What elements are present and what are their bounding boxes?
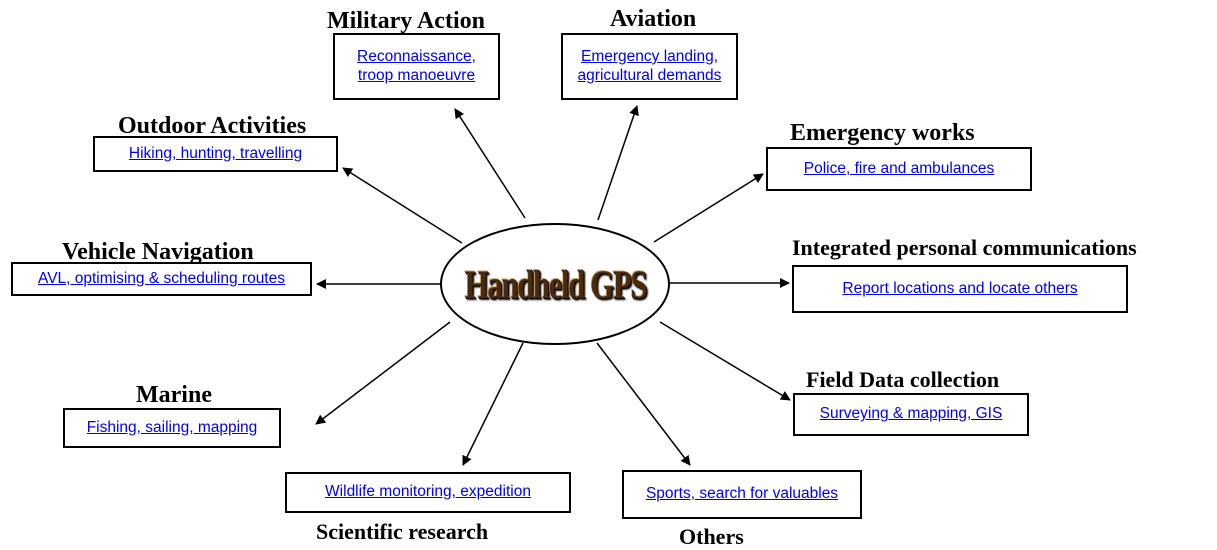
node-title-integrated-communications: Integrated personal communications [792, 235, 1137, 260]
node-link-scientific-research[interactable]: Wildlife monitoring, expedition [325, 483, 531, 501]
arrow-aviation [597, 105, 639, 221]
node-link-vehicle-navigation[interactable]: AVL, optimising & scheduling routes [38, 269, 285, 287]
node-title-vehicle-navigation: Vehicle Navigation [62, 239, 254, 265]
arrow-emergency-works [653, 173, 764, 243]
node-box-others: Sports, search for valuables [622, 470, 862, 519]
node-box-military-action: Reconnaissance, troop manoeuvre [333, 33, 500, 100]
node-link-field-data-collection[interactable]: Surveying & mapping, GIS [819, 405, 1003, 423]
node-title-military-action: Military Action [327, 8, 485, 34]
node-link-integrated-communications[interactable]: Report locations and locate others [842, 279, 1078, 297]
node-title-marine: Marine [136, 382, 212, 408]
arrow-field-data-collection [659, 321, 791, 401]
node-link-outdoor-activities[interactable]: Hiking, hunting, travelling [128, 144, 303, 162]
node-title-aviation: Aviation [610, 6, 697, 32]
node-box-integrated-communications: Report locations and locate others [792, 265, 1128, 313]
node-box-emergency-works: Police, fire and ambulances [766, 147, 1032, 191]
arrow-scientific-research [462, 342, 524, 466]
node-box-aviation: Emergency landing, agricultural demands [561, 33, 738, 100]
node-link-aviation[interactable]: Emergency landing, agricultural demands [577, 47, 722, 84]
node-title-outdoor-activities: Outdoor Activities [118, 113, 307, 139]
node-title-field-data-collection: Field Data collection [806, 367, 1000, 392]
node-box-field-data-collection: Surveying & mapping, GIS [793, 393, 1029, 436]
node-box-vehicle-navigation: AVL, optimising & scheduling routes [11, 262, 312, 296]
arrow-others [596, 342, 691, 466]
node-link-marine[interactable]: Fishing, sailing, mapping [86, 418, 258, 436]
center-label: Handheld GPS [464, 261, 647, 307]
node-link-others[interactable]: Sports, search for valuables [645, 485, 839, 503]
node-box-scientific-research: Wildlife monitoring, expedition [285, 472, 571, 513]
arrow-military-action [454, 108, 526, 219]
node-title-others: Others [679, 524, 744, 549]
node-box-outdoor-activities: Hiking, hunting, travelling [93, 136, 338, 172]
arrow-marine [315, 321, 451, 425]
node-title-scientific-research: Scientific research [316, 519, 489, 544]
node-link-emergency-works[interactable]: Police, fire and ambulances [803, 159, 995, 177]
node-title-emergency-works: Emergency works [790, 120, 975, 146]
node-link-military-action[interactable]: Reconnaissance, troop manoeuvre [357, 47, 476, 84]
center-ellipse: Handheld GPS [440, 223, 670, 345]
node-box-marine: Fishing, sailing, mapping [63, 408, 281, 448]
arrow-outdoor-activities [342, 167, 463, 244]
